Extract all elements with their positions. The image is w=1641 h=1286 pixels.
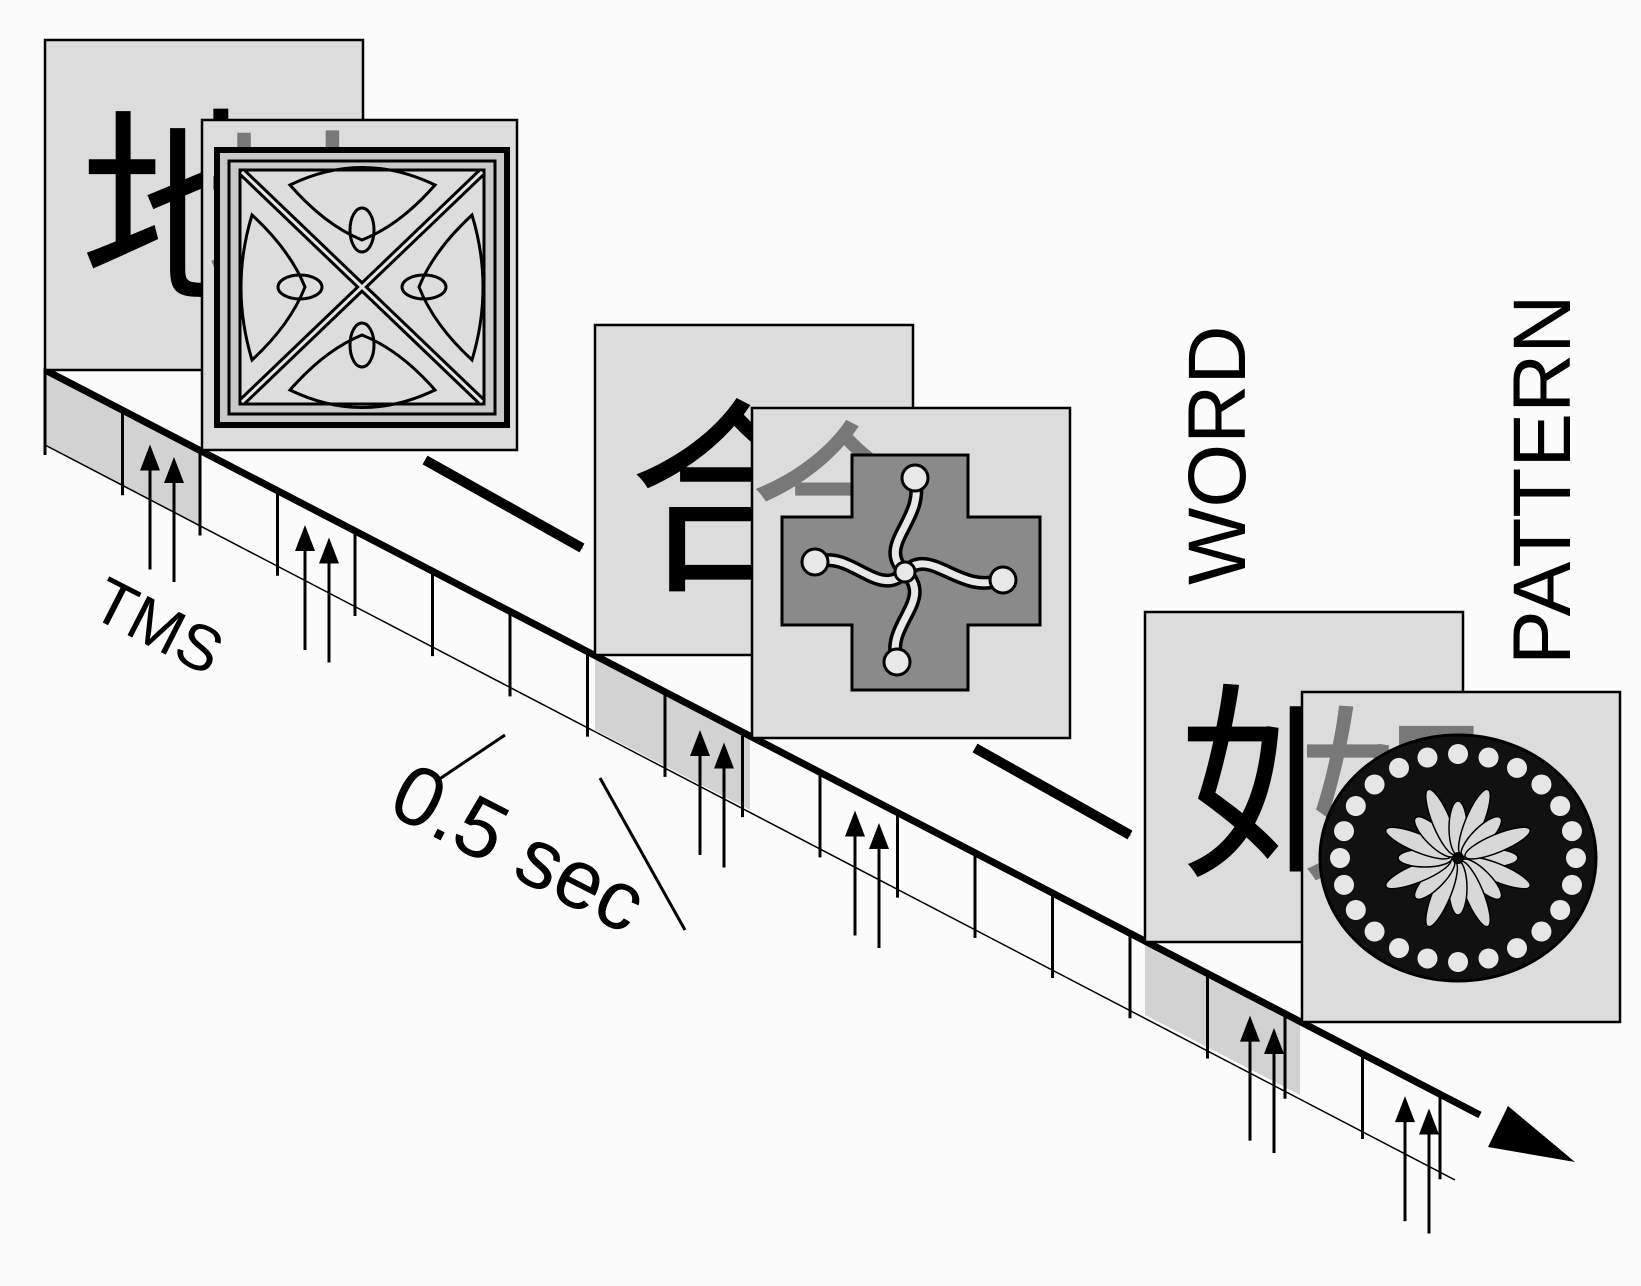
rosette-dot (1478, 747, 1499, 768)
sequence-arrow-1 (422, 455, 585, 553)
tms-pulse-arrowhead (295, 524, 315, 551)
tms-pulses (140, 444, 1439, 1234)
tms-pulse-arrowhead (690, 730, 710, 757)
timeline-ticks (43, 368, 1442, 1180)
tms-pulse-arrowhead (869, 822, 889, 849)
tms-pulse-arrowhead (1240, 1015, 1260, 1042)
tms-pulse-arrowhead (845, 810, 865, 837)
tms-pulse-arrowhead (1419, 1108, 1439, 1135)
tms-pulse-arrowhead (140, 444, 160, 471)
cross-swirl-pattern (780, 453, 1042, 692)
rosette-dot (1561, 821, 1582, 842)
rosette-dot (1389, 938, 1409, 959)
label-word: WORD (1172, 325, 1263, 585)
rosette-dot (1389, 757, 1409, 778)
label-tms: TMS (82, 563, 235, 688)
rosette-dot (1550, 796, 1571, 816)
tms-pulse-arrowhead (714, 742, 734, 769)
timeline-guide-line (44, 444, 1456, 1181)
rosette-dot (1448, 952, 1468, 972)
rosette-dot (1417, 948, 1438, 969)
rosette-dot (1364, 774, 1385, 795)
svg-text:0.5 sec: 0.5 sec (377, 744, 661, 951)
pattern-card-1: 地 (200, 114, 519, 452)
timeline-band-3 (1145, 940, 1300, 1095)
trial-3: 如 如 (1143, 610, 1622, 1024)
svg-text:TMS: TMS (82, 563, 235, 688)
rosette-dot (1531, 774, 1552, 795)
trial-2: 合 合 (593, 323, 1072, 740)
interval-leader-right (598, 777, 687, 931)
rosette-dot (1334, 821, 1355, 842)
rosette-dot (1550, 900, 1571, 920)
svg-text:WORD: WORD (1172, 325, 1263, 585)
rosette-center (1452, 852, 1464, 864)
rosette-dot (1334, 874, 1355, 895)
tms-pulse-arrowhead (319, 537, 339, 564)
pattern-card-2: 合 (748, 404, 1072, 740)
label-pattern: PATTERN (1497, 294, 1588, 665)
label-interval: 0.5 sec (377, 733, 687, 951)
rosette-circle-pattern (1318, 733, 1598, 983)
tms-pulse-arrowhead (1264, 1028, 1284, 1055)
rosette-dot (1330, 848, 1350, 868)
interval-leader-left (437, 733, 506, 782)
rosette-dot (1364, 921, 1385, 942)
timeline-axis (43, 366, 1482, 1119)
knot-square-pattern (214, 147, 510, 428)
rosette-dot (1561, 874, 1582, 895)
timeline-arrowhead (1488, 1106, 1575, 1162)
timeline-band-2 (595, 655, 750, 810)
tms-pulse-arrowhead (164, 456, 184, 483)
timeline (43, 366, 1575, 1181)
rosette-dot (1566, 848, 1586, 868)
rosette-dot (1448, 744, 1468, 764)
rosette-dot (1507, 938, 1527, 959)
rosette-dot (1345, 796, 1366, 816)
rosette-dot (1478, 948, 1499, 969)
svg-text:PATTERN: PATTERN (1497, 294, 1588, 665)
trial-1: 地 地 (43, 38, 519, 452)
rosette-dot (1507, 757, 1527, 778)
rosette-dot (1417, 747, 1438, 768)
tms-pulse-arrowhead (1395, 1096, 1415, 1123)
rosette-dot (1531, 921, 1552, 942)
rosette-petal (1464, 826, 1531, 860)
rosette-dot (1345, 900, 1366, 920)
pattern-card-3: 如 (1298, 689, 1622, 1024)
sequence-arrow-2 (972, 743, 1133, 840)
